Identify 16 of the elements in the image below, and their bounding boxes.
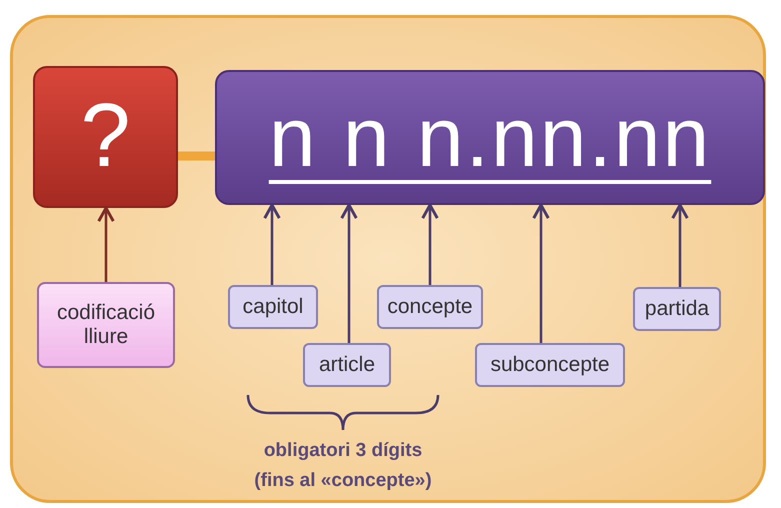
arrow [532,204,550,343]
label-box: article [303,343,391,387]
placeholder-box: ? [33,66,178,208]
arrow [421,204,439,285]
label-box: concepte [377,285,483,329]
arrow [340,204,358,343]
label-box: capitol [228,285,318,329]
note-text: obligatori 3 dígits (fins al «concepte») [253,439,433,493]
label-box: partida [633,287,721,331]
arrow [671,204,689,287]
connector [178,152,215,160]
label-box: subconcepte [475,343,625,387]
arrow [263,204,281,285]
label-box: codificació lliure [37,282,175,368]
arrow [97,206,115,282]
code-box: n n n.nn.nn [215,70,765,205]
